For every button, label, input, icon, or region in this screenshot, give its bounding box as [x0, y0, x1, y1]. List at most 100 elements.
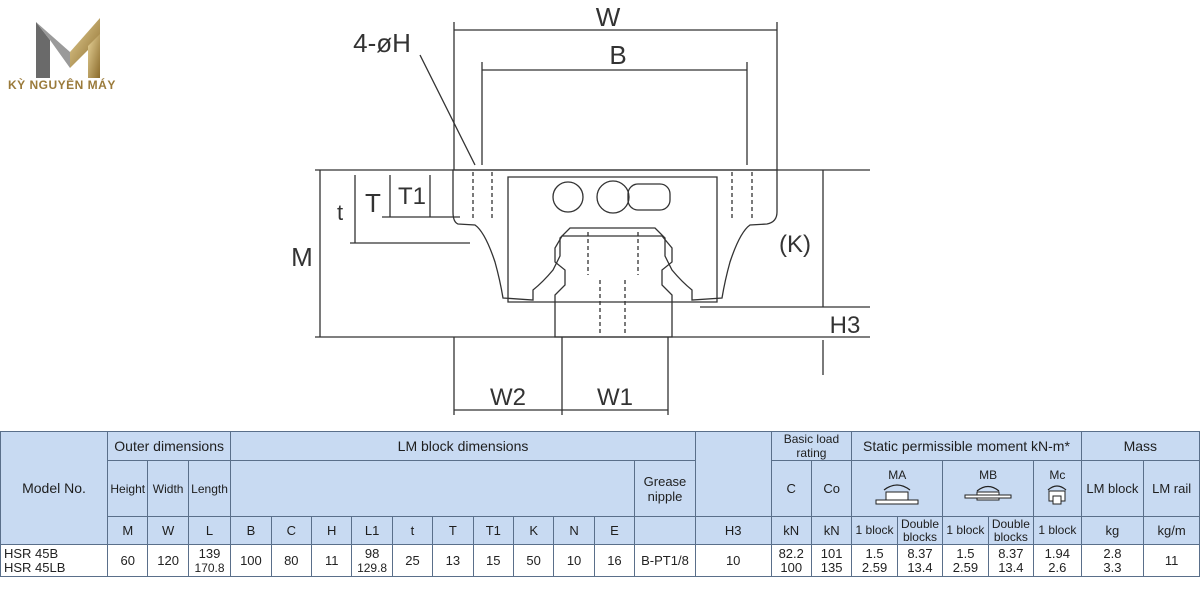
cell-k: 50: [512, 544, 555, 577]
spec-table: Model No. Outer dimensions LM block dime…: [0, 431, 1200, 577]
mb-2-blocks: Double blocks: [987, 516, 1035, 545]
cell-mass-block-lb: 3.3: [1103, 559, 1122, 575]
unit-t1: T1: [472, 516, 514, 545]
cell-mb-1: 1.5 2.59: [942, 544, 989, 577]
cell-ma-1-lb: 2.59: [861, 559, 888, 575]
cell-mc-1: 1.94 2.6: [1033, 544, 1082, 577]
mb-label: MB: [979, 468, 998, 482]
unit-kgm: kg/m: [1143, 516, 1200, 545]
lm-block-dimensions-header: LM block dimensions: [230, 431, 696, 461]
cell-mc-1-b: 1.94: [1044, 545, 1070, 561]
cell-b: 100: [230, 544, 272, 577]
lm-guide-drawing: W B 4-øH T T1 t M (K) H3 W2 W1: [291, 2, 870, 415]
cell-c: 80: [270, 544, 313, 577]
cell-mass-rail: 11: [1143, 544, 1200, 577]
cell-l1-lb: 129.8: [357, 560, 388, 575]
unit-w: W: [147, 516, 189, 545]
label-t1: T1: [398, 183, 426, 210]
cell-mb-1-b: 1.5: [956, 545, 975, 561]
cell-c-load: 82.2 100: [770, 544, 812, 577]
label-t-lower: t: [337, 200, 343, 225]
ma-2-blocks: Double blocks: [896, 516, 944, 545]
cell-ma-1: 1.5 2.59: [851, 544, 898, 577]
cell-l1-b: 98: [364, 545, 380, 561]
ma-moment-icon: [875, 484, 919, 505]
col-grease: Grease nipple: [634, 460, 696, 517]
unit-grease-blank: [634, 516, 696, 545]
mb-moment-icon: [964, 485, 1012, 501]
unit-t: T: [432, 516, 474, 545]
col-lm-rail: LM rail: [1143, 460, 1200, 517]
col-lm-block: LM block: [1080, 460, 1145, 517]
model-cell: HSR 45B HSR 45LB: [0, 544, 109, 577]
cell-t1: 15: [472, 544, 514, 577]
col-length: Length: [187, 460, 232, 517]
label-m: M: [291, 242, 313, 272]
cell-c0-load-b: 101: [820, 545, 843, 561]
cell-mb-2: 8.37 13.4: [987, 544, 1035, 577]
label-t-upper: T: [365, 188, 381, 218]
label-h3: H3: [830, 312, 861, 339]
cell-m: 60: [107, 544, 149, 577]
cell-grease: B-PT1/8: [634, 544, 696, 577]
mc-label: Mc: [1049, 468, 1066, 482]
label-b: B: [609, 40, 626, 70]
col-mc: Mc: [1033, 460, 1082, 517]
cell-mb-1-lb: 2.59: [952, 559, 979, 575]
lm-block-blank: [230, 460, 636, 517]
ma-1-block: 1 block: [851, 516, 898, 545]
mb-1-block: 1 block: [942, 516, 989, 545]
cell-c-load-lb: 100: [780, 559, 803, 575]
unit-c: C: [270, 516, 313, 545]
col-width: Width: [147, 460, 189, 517]
mass-header: Mass: [1080, 431, 1200, 461]
unit-kg: kg: [1080, 516, 1145, 545]
unit-e: E: [593, 516, 636, 545]
label-w1: W1: [597, 384, 633, 411]
cell-t-lower: 25: [391, 544, 434, 577]
col-mb: MB: [942, 460, 1035, 517]
model-45b: HSR 45B: [4, 545, 59, 561]
cell-ma-2-lb: 13.4: [907, 559, 933, 575]
cell-w: 120: [147, 544, 189, 577]
table-row: HSR 45B HSR 45LB 60 120 139 170.8 100 80…: [0, 544, 1200, 577]
unit-l: L: [187, 516, 232, 545]
cell-mc-1-lb: 2.6: [1048, 559, 1067, 575]
col-c0-load: Co: [810, 460, 853, 517]
col-ma: MA: [851, 460, 944, 517]
cell-l-b: 139: [198, 545, 221, 561]
cell-mb-2-lb: 13.4: [998, 559, 1024, 575]
unit-h: H: [311, 516, 353, 545]
cell-c0-load: 101 135: [810, 544, 853, 577]
unit-kn-c: kN: [770, 516, 812, 545]
cell-e: 16: [593, 544, 636, 577]
cell-n: 10: [553, 544, 595, 577]
label-w2: W2: [490, 384, 526, 411]
label-k: (K): [779, 231, 811, 258]
cell-c-load-b: 82.2: [778, 545, 804, 561]
cell-mass-block-b: 2.8: [1103, 545, 1122, 561]
unit-kn-c0: kN: [810, 516, 853, 545]
h3-blank-header: [694, 431, 772, 517]
mc-moment-icon: [1047, 485, 1067, 505]
cell-ma-2: 8.37 13.4: [896, 544, 944, 577]
basic-load-header: Basic load rating: [770, 431, 853, 461]
model-header: Model No.: [0, 431, 109, 545]
cell-c0-load-lb: 135: [820, 559, 843, 575]
brand-logo: KỲ NGUYÊN MÁY: [0, 0, 160, 110]
model-45lb: HSR 45LB: [4, 559, 66, 575]
unit-m: M: [107, 516, 149, 545]
unit-k: K: [512, 516, 555, 545]
col-height: Height: [107, 460, 149, 517]
cell-mass-block: 2.8 3.3: [1080, 544, 1145, 577]
cell-t: 13: [432, 544, 474, 577]
cell-l-lb: 170.8: [194, 560, 225, 575]
cell-l1: 98 129.8: [351, 544, 393, 577]
unit-h3: H3: [694, 516, 772, 545]
cell-h3: 10: [694, 544, 772, 577]
ma-label: MA: [888, 468, 907, 482]
mc-1-block: 1 block: [1033, 516, 1082, 545]
col-c-load: C: [770, 460, 812, 517]
label-w: W: [596, 2, 621, 32]
cell-mb-2-b: 8.37: [998, 545, 1024, 561]
